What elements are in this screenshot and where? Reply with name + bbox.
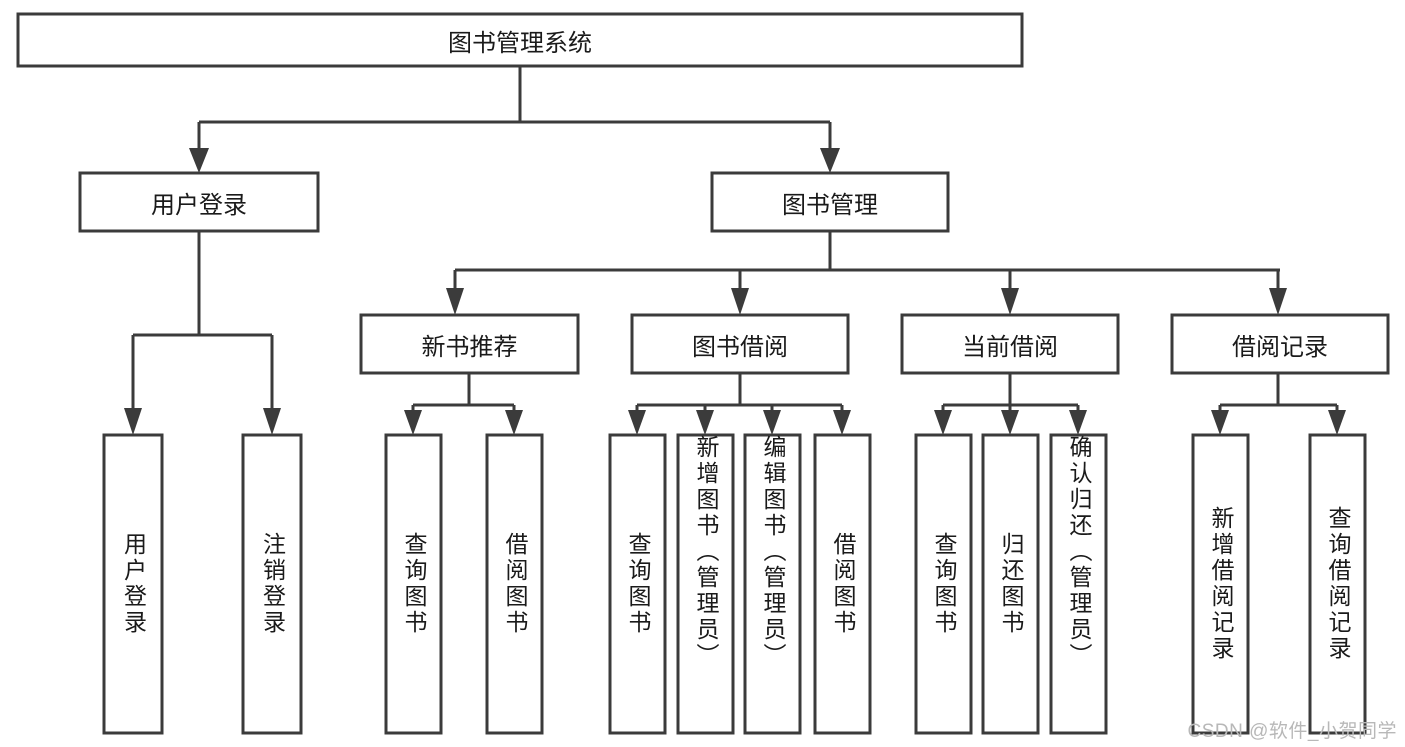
node-box-leaf-5[interactable] xyxy=(676,433,735,735)
node-box-leaf-2[interactable] xyxy=(384,433,443,735)
arrow-head-new-book-1 xyxy=(404,410,422,435)
arrow-head-book-mgmt-4 xyxy=(1269,288,1287,315)
connector-group-root xyxy=(189,66,840,173)
arrow-head-borrow-record-2 xyxy=(1328,410,1346,435)
arrow-head-new-book-2 xyxy=(505,410,523,435)
node-box-leaf-4[interactable] xyxy=(608,433,667,735)
connector-group-borrow xyxy=(628,373,851,435)
node-box-book-borrow[interactable] xyxy=(630,313,850,375)
node-box-leaf-10[interactable] xyxy=(1049,433,1108,735)
arrow-head-borrow-3 xyxy=(763,410,781,435)
arrow-head-book-mgmt-1 xyxy=(446,288,464,315)
node-box-new-book-recommend[interactable] xyxy=(359,313,580,375)
arrow-head-root-1 xyxy=(189,148,209,173)
node-box-leaf-9[interactable] xyxy=(981,433,1040,735)
connector-group-current-borrow xyxy=(934,373,1087,435)
node-box-borrow-record[interactable] xyxy=(1170,313,1390,375)
connector-group-book-mgmt xyxy=(446,231,1287,315)
node-box-current-borrow[interactable] xyxy=(900,313,1120,375)
node-box-leaf-6[interactable] xyxy=(743,433,802,735)
node-box-leaf-7[interactable] xyxy=(813,433,872,735)
arrow-head-user-login-1 xyxy=(124,408,142,435)
node-box-leaf-1[interactable] xyxy=(241,433,303,735)
arrow-head-borrow-4 xyxy=(833,410,851,435)
node-box-book-management[interactable] xyxy=(710,171,950,233)
arrow-head-borrow-1 xyxy=(628,410,646,435)
connector-group-borrow-record xyxy=(1211,373,1346,435)
node-box-user-login[interactable] xyxy=(78,171,320,233)
node-box-leaf-0[interactable] xyxy=(102,433,164,735)
arrow-head-current-borrow-2 xyxy=(1001,410,1019,435)
arrow-head-borrow-record-1 xyxy=(1211,410,1229,435)
arrow-head-book-mgmt-2 xyxy=(731,288,749,315)
arrow-head-current-borrow-1 xyxy=(934,410,952,435)
arrow-head-current-borrow-3 xyxy=(1069,410,1087,435)
connector-group-user-login xyxy=(124,231,281,435)
connector-group-new-book xyxy=(404,373,523,435)
node-box-leaf-8[interactable] xyxy=(914,433,973,735)
node-box-leaf-12[interactable] xyxy=(1308,433,1367,735)
arrow-head-root-2 xyxy=(820,148,840,173)
arrow-head-user-login-2 xyxy=(263,408,281,435)
arrow-head-book-mgmt-3 xyxy=(1001,288,1019,315)
arrow-head-borrow-2 xyxy=(696,410,714,435)
watermark: CSDN @软件_小贺同学 xyxy=(1187,721,1397,742)
node-box-leaf-11[interactable] xyxy=(1191,433,1250,735)
node-box-leaf-3[interactable] xyxy=(485,433,544,735)
node-box-root[interactable] xyxy=(16,12,1024,68)
